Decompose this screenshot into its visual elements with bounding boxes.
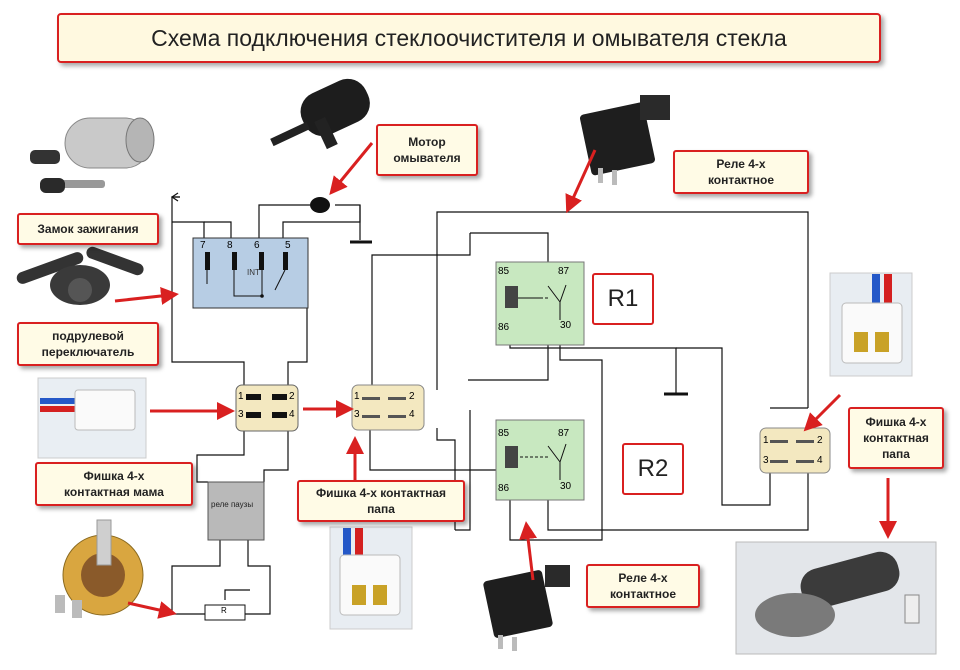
washer-motor-label: Мотор омывателя [376, 124, 478, 176]
connector-female-label: Фишка 4-х контактная мама [35, 462, 193, 506]
conn-a-pin-4: 4 [289, 409, 295, 420]
relay-bottom-label: Реле 4-х контактное [586, 564, 700, 608]
connector-b [351, 384, 425, 431]
steering-switch-block [192, 237, 309, 309]
r1-pin-86: 86 [498, 322, 510, 333]
conn-c-pin-2: 2 [817, 435, 823, 446]
wiper-motor-image [735, 541, 937, 655]
relay-top-label: Реле 4-х контактное [673, 150, 809, 194]
stalk-switch-label: подрулевой переключатель [17, 322, 159, 366]
relay-r1-label: R1 [592, 273, 654, 325]
washer-motor-image [270, 78, 370, 150]
conn-a-pin-2: 2 [289, 391, 295, 402]
switch-pin-7: 7 [200, 240, 206, 251]
connector-c [759, 427, 831, 474]
r2-pin-30: 30 [560, 481, 572, 492]
conn-b-pin-1: 1 [354, 391, 360, 402]
ignition-lock-image [30, 117, 155, 193]
resistor-label: R [221, 606, 227, 615]
male-connector-center-image [329, 526, 413, 630]
conn-a-pin-3: 3 [238, 409, 244, 420]
diagram-title: Схема подключения стеклоочистителя и омы… [57, 13, 881, 63]
switch-int-label: INT [247, 268, 260, 277]
conn-c-pin-4: 4 [817, 455, 823, 466]
resistor [204, 604, 246, 621]
switch-pin-8: 8 [227, 240, 233, 251]
conn-b-pin-3: 3 [354, 409, 360, 420]
r1-pin-30: 30 [560, 320, 572, 331]
relay-top-image [579, 95, 670, 185]
r1-pin-85: 85 [498, 266, 510, 277]
relay-bottom-image [483, 565, 570, 651]
male-connector-right-image [829, 272, 913, 377]
switch-pin-5: 5 [285, 240, 291, 251]
stalk-switch-image [16, 246, 144, 305]
potentiometer-image [55, 519, 144, 618]
pause-relay-label: реле паузы [211, 500, 254, 509]
female-connector-image [37, 377, 147, 459]
red-arrows [114, 142, 897, 619]
relay-r2 [495, 419, 585, 501]
connector-male-center-label: Фишка 4-х контактная папа [297, 480, 465, 522]
conn-c-pin-1: 1 [763, 435, 769, 446]
connector-male-right-label: Фишка 4-х контактная папа [848, 407, 944, 469]
r2-pin-86: 86 [498, 483, 510, 494]
washer-pump-symbol [306, 197, 330, 213]
relay-r1 [495, 261, 585, 346]
switch-pin-6: 6 [254, 240, 260, 251]
r1-pin-87: 87 [558, 266, 570, 277]
ignition-lock-label: Замок зажигания [17, 213, 159, 245]
conn-b-pin-4: 4 [409, 409, 415, 420]
pause-relay [207, 481, 265, 541]
conn-a-pin-1: 1 [238, 391, 244, 402]
conn-b-pin-2: 2 [409, 391, 415, 402]
connector-a [235, 384, 299, 432]
relay-r2-label: R2 [622, 443, 684, 495]
conn-c-pin-3: 3 [763, 455, 769, 466]
r2-pin-85: 85 [498, 428, 510, 439]
r2-pin-87: 87 [558, 428, 570, 439]
